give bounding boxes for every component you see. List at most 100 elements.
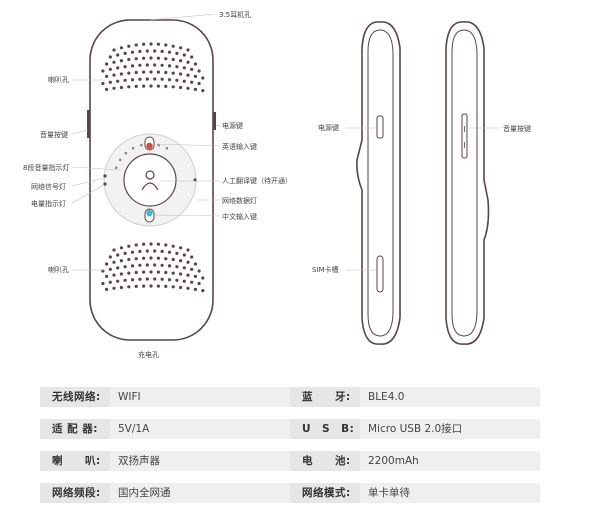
speaker-hole xyxy=(193,287,197,291)
speaker-hole xyxy=(190,67,194,71)
speaker-hole xyxy=(112,260,116,264)
spec-value: 单卡单待 xyxy=(360,483,540,503)
label-power-key: 电源键 xyxy=(222,121,243,130)
speaker-hole xyxy=(175,51,179,56)
speaker-hole xyxy=(182,253,186,257)
speaker-hole xyxy=(193,74,197,78)
speaker-hole xyxy=(175,278,179,282)
speaker-hole xyxy=(171,285,175,289)
speaker-hole xyxy=(149,284,153,288)
chinese-input-key[interactable] xyxy=(144,208,155,223)
speaker-hole xyxy=(179,59,183,63)
side-body-left-outer xyxy=(356,21,401,345)
speaker-hole xyxy=(156,84,160,88)
front-view: 3.5耳机孔 喇叭孔 音量按键 电源键 英语输入键 8段音量指示灯 网络信号灯 … xyxy=(23,10,292,359)
speaker-hole xyxy=(112,273,116,277)
speaker-hole xyxy=(182,66,186,70)
speaker-hole xyxy=(112,48,116,52)
speaker-hole xyxy=(116,66,120,70)
speaker-hole xyxy=(190,280,194,284)
speaker-hole xyxy=(130,278,135,282)
speaker-hole xyxy=(108,255,112,259)
speaker-hole xyxy=(112,248,116,252)
speaker-hole xyxy=(201,89,205,93)
speaker-hole xyxy=(142,242,146,246)
label-human-translate: 人工翻译键（待开通） xyxy=(222,176,292,185)
label-volume-key: 音量按键 xyxy=(40,130,68,139)
speaker-hole xyxy=(138,277,142,281)
label-battery-indicator: 电量指示灯 xyxy=(31,199,66,208)
speaker-hole xyxy=(112,60,116,64)
speaker-hole xyxy=(142,70,146,74)
speaker-hole xyxy=(193,62,197,66)
label-network-data: 网络数据灯 xyxy=(222,196,257,205)
human-translate-key[interactable] xyxy=(141,170,159,191)
speaker-hole xyxy=(167,64,172,68)
speaker-hole xyxy=(156,284,160,288)
speaker-hole xyxy=(119,85,123,90)
speaker-hole xyxy=(134,270,138,275)
english-input-key[interactable] xyxy=(144,136,155,151)
spec-key: 网络频段: xyxy=(40,483,110,503)
speaker-hole xyxy=(171,85,175,89)
speaker-hole xyxy=(175,78,179,82)
speaker-hole xyxy=(134,70,138,75)
speaker-hole xyxy=(179,285,183,290)
side-view-left: 电源键 SIM卡槽 xyxy=(312,21,401,345)
speaker-hole xyxy=(138,63,142,67)
speaker-hole xyxy=(193,262,197,266)
speaker-hole xyxy=(167,278,172,282)
speaker-hole xyxy=(119,72,123,76)
speaker-hole xyxy=(134,84,138,88)
speaker-hole xyxy=(127,57,131,62)
speaker-hole xyxy=(138,49,142,54)
speaker-hole xyxy=(127,244,131,248)
speaker-hole xyxy=(119,259,123,263)
speaker-hole xyxy=(186,73,190,77)
speaker-hole xyxy=(201,76,205,80)
speaker-hole xyxy=(142,256,146,260)
spec-row: 网络频段: 国内全网通 网络模式: 单卡单待 xyxy=(40,483,540,503)
speaker-hole xyxy=(138,77,142,81)
speaker-hole xyxy=(190,255,194,259)
label-earphone-jack: 3.5耳机孔 xyxy=(219,10,251,19)
speaker-hole xyxy=(156,242,160,246)
spec-row: 喇 叭: 双扬声器 电 池: 2200mAh xyxy=(40,451,540,471)
speaker-hole xyxy=(190,267,194,271)
speaker-hole xyxy=(123,78,127,82)
speaker-hole xyxy=(105,274,109,278)
speaker-hole xyxy=(164,257,168,261)
speaker-hole xyxy=(101,281,105,286)
speaker-hole xyxy=(171,257,175,262)
speaker-hole xyxy=(171,244,175,248)
speaker-hole xyxy=(182,266,186,270)
speaker-hole xyxy=(149,242,153,246)
speaker-hole xyxy=(145,49,149,53)
volume-indicator-dot xyxy=(165,146,169,150)
speaker-hole xyxy=(160,263,164,267)
speaker-hole xyxy=(112,86,116,90)
speaker-hole xyxy=(116,79,120,83)
speaker-hole xyxy=(105,262,109,266)
speaker-hole xyxy=(142,56,146,60)
label-network-signal: 网络信号灯 xyxy=(31,182,66,191)
spec-value: 双扬声器 xyxy=(110,451,290,471)
speaker-hole xyxy=(164,284,168,288)
volume-indicator-dot xyxy=(114,166,118,169)
side-label-volume-key: 音量按键 xyxy=(503,124,531,133)
speaker-hole xyxy=(164,84,168,88)
speaker-hole xyxy=(149,256,153,260)
leader-lines xyxy=(71,13,221,271)
speaker-hole xyxy=(108,67,112,71)
speaker-hole xyxy=(182,79,186,83)
speaker-hole xyxy=(175,65,179,69)
speaker-hole xyxy=(142,270,146,274)
speaker-hole xyxy=(190,80,194,84)
speaker-hole xyxy=(171,57,175,62)
spec-value: 5V/1A xyxy=(110,419,290,439)
speaker-hole xyxy=(116,266,120,270)
speaker-hole xyxy=(130,50,135,54)
speaker-hole xyxy=(186,286,190,290)
speaker-hole xyxy=(171,271,175,275)
speaker-hole xyxy=(153,49,157,53)
